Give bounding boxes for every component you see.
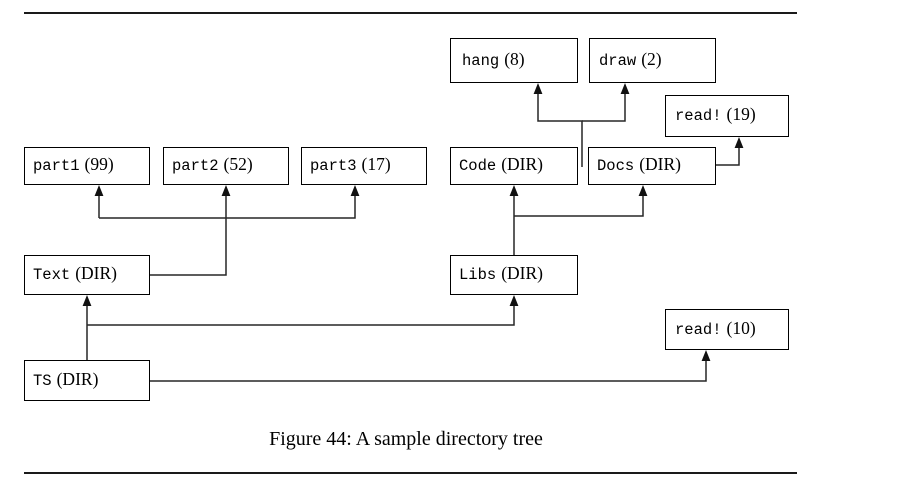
node-count-code: (DIR) bbox=[501, 154, 543, 174]
arrowhead-ts-to-text bbox=[82, 295, 92, 306]
arrowhead-text-to-part3 bbox=[350, 185, 360, 196]
edge-connectors bbox=[82, 83, 744, 382]
node-read19[interactable]: read! (19) bbox=[664, 94, 790, 138]
node-name-text: Text bbox=[33, 266, 70, 284]
edge-line-ts-to-read10 bbox=[149, 355, 707, 382]
edge-text-to-part1 bbox=[94, 185, 104, 218]
node-text[interactable]: Text (DIR) bbox=[23, 254, 151, 296]
edge-line-libs-to-docs bbox=[514, 190, 644, 217]
node-libs[interactable]: Libs (DIR) bbox=[449, 254, 579, 296]
node-count-hang: (8) bbox=[504, 49, 525, 69]
node-label-hang: hang (8) bbox=[462, 49, 525, 70]
arrowhead-ts-to-read10 bbox=[701, 350, 711, 361]
node-name-draw: draw bbox=[599, 52, 637, 70]
edge-ts-to-text bbox=[82, 295, 92, 360]
edge-libs-to-code bbox=[509, 185, 519, 255]
horizontal-rules bbox=[24, 12, 797, 474]
arrowhead-text-to-part2 bbox=[221, 185, 231, 196]
edge-line-ts-to-libs bbox=[87, 300, 515, 326]
node-count-read10: (10) bbox=[727, 318, 756, 338]
node-label-read19: read! (19) bbox=[675, 104, 756, 125]
node-label-read10: read! (10) bbox=[675, 318, 756, 339]
node-code[interactable]: Code (DIR) bbox=[449, 146, 579, 186]
node-label-part3: part3 (17) bbox=[310, 154, 391, 175]
edge-line-codedocs-hang bbox=[537, 88, 583, 167]
arrowhead-libs-to-code bbox=[509, 185, 519, 196]
node-count-part2: (52) bbox=[224, 154, 253, 174]
node-box-part2[interactable] bbox=[162, 146, 290, 186]
edge-docs-to-read19 bbox=[715, 137, 744, 166]
node-ts[interactable]: TS (DIR) bbox=[23, 359, 151, 402]
edge-codedocs-hang bbox=[533, 83, 583, 167]
edge-ts-to-read10 bbox=[149, 350, 711, 382]
node-name-code: Code bbox=[459, 157, 496, 175]
node-count-ts: (DIR) bbox=[57, 369, 99, 389]
node-count-read19: (19) bbox=[727, 104, 756, 124]
node-part1[interactable]: part1 (99) bbox=[23, 146, 151, 186]
edge-line-text-to-part2 bbox=[149, 190, 227, 276]
node-box-read19[interactable] bbox=[664, 94, 790, 138]
edge-line-docs-to-read19 bbox=[715, 142, 740, 166]
node-box-part1[interactable] bbox=[23, 146, 151, 186]
node-draw[interactable]: draw(2) bbox=[588, 37, 717, 84]
figure-caption: Figure 44: A sample directory tree bbox=[269, 428, 543, 450]
node-box-docs[interactable] bbox=[587, 146, 717, 186]
node-count-text: (DIR) bbox=[75, 263, 117, 283]
node-count-part3: (17) bbox=[362, 154, 391, 174]
node-boxes: hang (8) draw(2) read! (19) part1 (99) part2 (52… bbox=[23, 37, 790, 402]
node-count-draw: (2) bbox=[641, 49, 662, 69]
node-name-read10: read! bbox=[675, 321, 722, 339]
node-label-libs: Libs (DIR) bbox=[459, 263, 543, 284]
node-name-libs: Libs bbox=[459, 266, 496, 284]
node-name-hang: hang bbox=[462, 52, 499, 70]
edge-line-codedocs-draw bbox=[582, 88, 626, 122]
edge-ts-to-libs bbox=[87, 295, 519, 326]
arrowhead-text-to-part1 bbox=[94, 185, 104, 196]
node-count-part1: (99) bbox=[85, 154, 114, 174]
arrowhead-codedocs-draw bbox=[620, 83, 630, 94]
node-part2[interactable]: part2 (52) bbox=[162, 146, 290, 186]
node-count-libs: (DIR) bbox=[501, 263, 543, 283]
edge-codedocs-draw bbox=[582, 83, 630, 122]
node-read10[interactable]: read! (10) bbox=[664, 308, 790, 351]
node-part3[interactable]: part3 (17) bbox=[300, 146, 428, 186]
edge-libs-to-docs bbox=[514, 185, 648, 217]
node-name-read19: read! bbox=[675, 107, 722, 125]
node-box-part3[interactable] bbox=[300, 146, 428, 186]
node-hang[interactable]: hang (8) bbox=[449, 37, 579, 84]
node-name-part3: part3 bbox=[310, 157, 357, 175]
node-label-draw: draw(2) bbox=[599, 49, 662, 70]
node-label-text: Text (DIR) bbox=[33, 263, 117, 284]
node-box-text[interactable] bbox=[23, 254, 151, 296]
node-box-ts[interactable] bbox=[23, 359, 151, 402]
arrowhead-ts-to-libs bbox=[509, 295, 519, 306]
node-label-ts: TS (DIR) bbox=[33, 369, 99, 390]
edge-line-text-to-part3 bbox=[99, 190, 356, 219]
edge-text-to-part2 bbox=[149, 185, 231, 276]
node-box-draw[interactable] bbox=[588, 37, 717, 84]
node-box-code[interactable] bbox=[449, 146, 579, 186]
node-label-part1: part1 (99) bbox=[33, 154, 114, 175]
node-name-docs: Docs bbox=[597, 157, 634, 175]
arrowhead-libs-to-docs bbox=[638, 185, 648, 196]
node-name-part2: part2 bbox=[172, 157, 219, 175]
node-label-code: Code (DIR) bbox=[459, 154, 543, 175]
node-count-docs: (DIR) bbox=[639, 154, 681, 174]
arrowhead-docs-to-read19 bbox=[734, 137, 744, 148]
node-box-read10[interactable] bbox=[664, 308, 790, 351]
node-name-ts: TS bbox=[33, 372, 52, 390]
node-box-libs[interactable] bbox=[449, 254, 579, 296]
node-docs[interactable]: Docs (DIR) bbox=[587, 146, 717, 186]
arrowhead-codedocs-hang bbox=[533, 83, 543, 94]
node-name-part1: part1 bbox=[33, 157, 80, 175]
node-label-part2: part2 (52) bbox=[172, 154, 253, 175]
node-label-docs: Docs (DIR) bbox=[597, 154, 681, 175]
edge-text-to-part3 bbox=[99, 185, 360, 219]
node-box-hang[interactable] bbox=[449, 37, 579, 84]
